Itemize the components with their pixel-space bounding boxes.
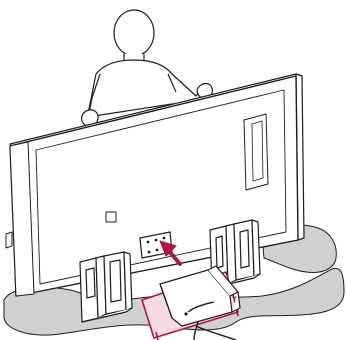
left-foot-bracket: [80, 252, 132, 322]
